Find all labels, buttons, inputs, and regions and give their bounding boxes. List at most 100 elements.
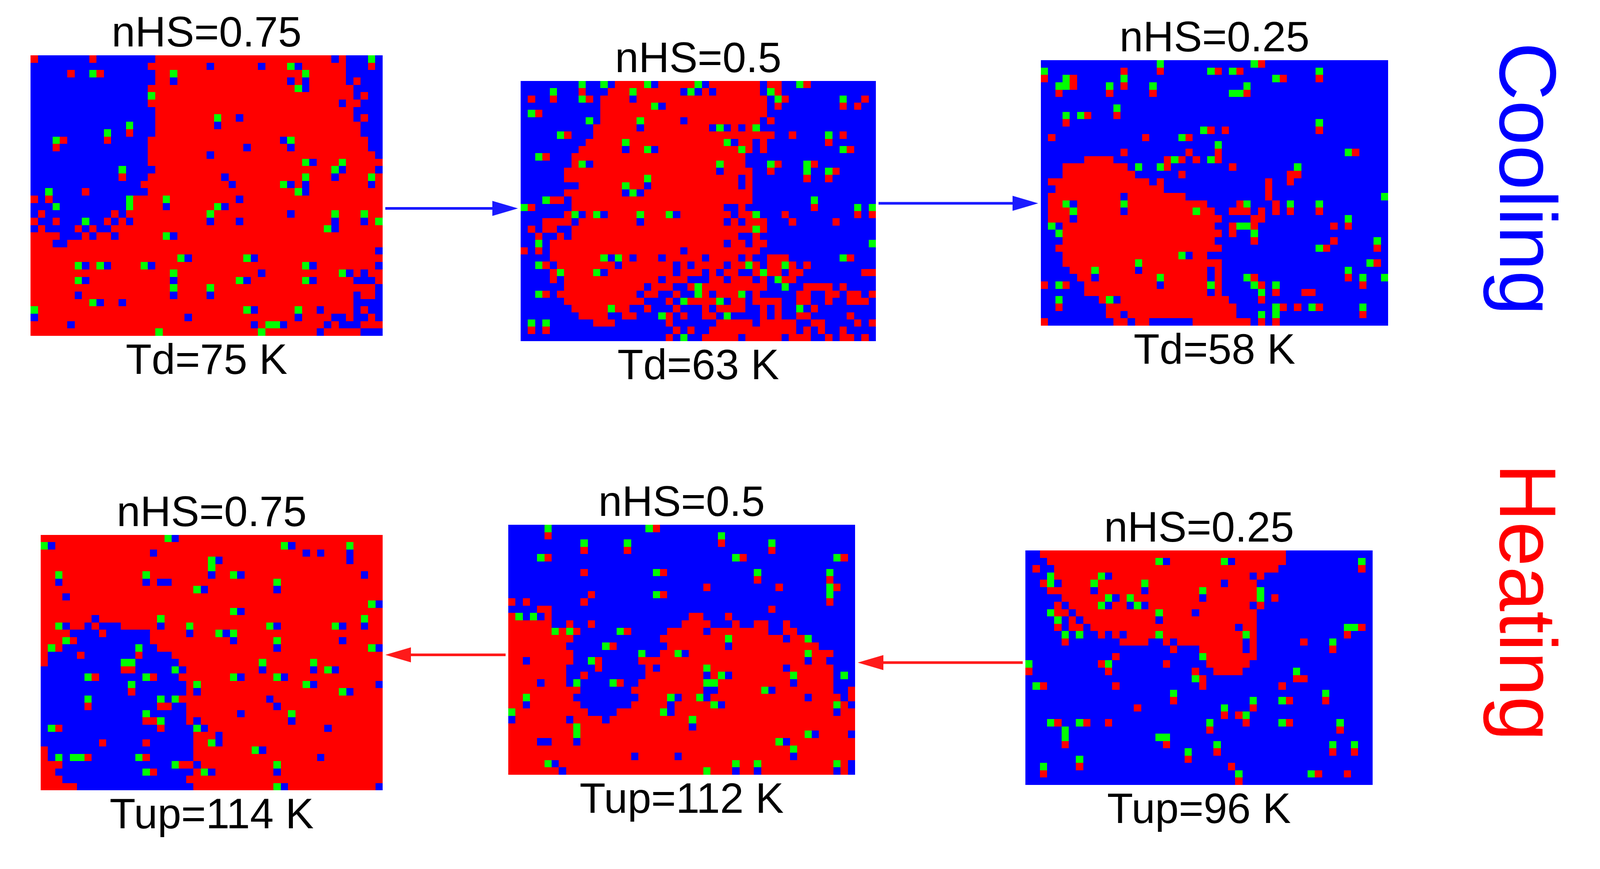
- lattice-site: [338, 276, 347, 285]
- lattice-site: [30, 114, 39, 122]
- lattice-site: [353, 158, 361, 167]
- lattice-site: [738, 80, 746, 89]
- lattice-site: [96, 254, 104, 262]
- lattice-site: [111, 269, 119, 277]
- lattice-site: [118, 158, 127, 167]
- lattice-site: [287, 107, 295, 115]
- lattice-site: [294, 188, 303, 196]
- lattice-site: [353, 276, 361, 285]
- lattice-site: [30, 143, 39, 152]
- lattice-site: [169, 92, 178, 100]
- lattice-site: [177, 225, 185, 233]
- lattice-site: [30, 165, 39, 174]
- lattice-site: [243, 261, 251, 270]
- lattice-site: [38, 143, 46, 152]
- lattice-site: [250, 99, 259, 108]
- lattice-site: [89, 99, 97, 108]
- lattice-site: [169, 232, 178, 240]
- lattice-site: [235, 84, 244, 93]
- lattice-site: [265, 232, 273, 240]
- lattice-site: [30, 151, 39, 159]
- lattice-site: [368, 188, 376, 196]
- lattice-site: [184, 276, 192, 285]
- lattice-site: [155, 217, 163, 226]
- lattice-site: [147, 313, 156, 322]
- lattice-site: [89, 254, 97, 262]
- lattice-site: [147, 121, 156, 130]
- lattice-site: [59, 151, 68, 159]
- lattice-site: [74, 306, 83, 314]
- lattice-site: [38, 247, 46, 255]
- lattice-site: [375, 173, 383, 181]
- lattice-site: [331, 84, 339, 93]
- lattice-site: [345, 129, 354, 137]
- lattice-site: [323, 321, 332, 329]
- lattice-site: [184, 232, 192, 240]
- lattice-site: [228, 195, 237, 204]
- lattice-site: [257, 55, 266, 63]
- lattice-site: [30, 173, 39, 181]
- lattice-site: [30, 136, 39, 145]
- lattice-site: [338, 247, 347, 255]
- lattice-site: [133, 261, 141, 270]
- lattice-site: [309, 283, 317, 292]
- lattice-site: [272, 283, 281, 292]
- lattice-site: [265, 92, 273, 100]
- lattice-site: [272, 299, 281, 307]
- lattice-site: [81, 77, 90, 85]
- lattice-site: [89, 62, 97, 71]
- lattice-site: [214, 269, 222, 277]
- lattice-site: [96, 129, 104, 137]
- lattice-site: [169, 254, 178, 262]
- lattice-site: [89, 107, 97, 115]
- lattice-site: [309, 291, 317, 300]
- lattice-site: [331, 69, 339, 78]
- lattice-site: [140, 283, 149, 292]
- lattice-site: [169, 276, 178, 285]
- lattice-site: [331, 328, 339, 336]
- lattice-site: [184, 210, 192, 218]
- lattice-site: [323, 121, 332, 130]
- lattice-site: [345, 143, 354, 152]
- lattice-site: [52, 217, 61, 226]
- lattice-site: [103, 173, 112, 181]
- lattice-site: [126, 299, 134, 307]
- lattice-site: [228, 165, 237, 174]
- lattice-site: [140, 62, 149, 71]
- lattice-site: [221, 99, 229, 108]
- lattice-site: [162, 121, 171, 130]
- lattice-site: [687, 80, 695, 89]
- lattice-site: [265, 165, 273, 174]
- lattice-site: [338, 92, 347, 100]
- lattice-site: [294, 283, 303, 292]
- lattice-site: [206, 114, 215, 122]
- lattice-site: [111, 210, 119, 218]
- lattice-site: [52, 232, 61, 240]
- lattice-site: [81, 247, 90, 255]
- lattice-site: [265, 225, 273, 233]
- lattice-site: [199, 158, 207, 167]
- lattice-site: [45, 254, 53, 262]
- lattice-site: [103, 283, 112, 292]
- lattice-site: [111, 217, 119, 226]
- lattice-site: [702, 88, 710, 96]
- lattice-site: [155, 261, 163, 270]
- lattice-site: [147, 188, 156, 196]
- lattice-site: [272, 306, 281, 314]
- lattice-site: [257, 210, 266, 218]
- lattice-site: [360, 84, 369, 93]
- lattice-site: [221, 77, 229, 85]
- lattice-site: [221, 276, 229, 285]
- lattice-site: [133, 276, 141, 285]
- lattice-site: [250, 151, 259, 159]
- lattice-site: [368, 321, 376, 329]
- lattice-site: [331, 158, 339, 167]
- lattice-site: [133, 77, 141, 85]
- lattice-site: [169, 180, 178, 189]
- lattice-site: [169, 114, 178, 122]
- lattice-site: [824, 80, 833, 89]
- snapshot-panel: nHS=0.5Td=63 K: [520, 34, 876, 388]
- lattice-site: [272, 69, 281, 78]
- lattice-site: [302, 136, 310, 145]
- lattice-site: [206, 99, 215, 108]
